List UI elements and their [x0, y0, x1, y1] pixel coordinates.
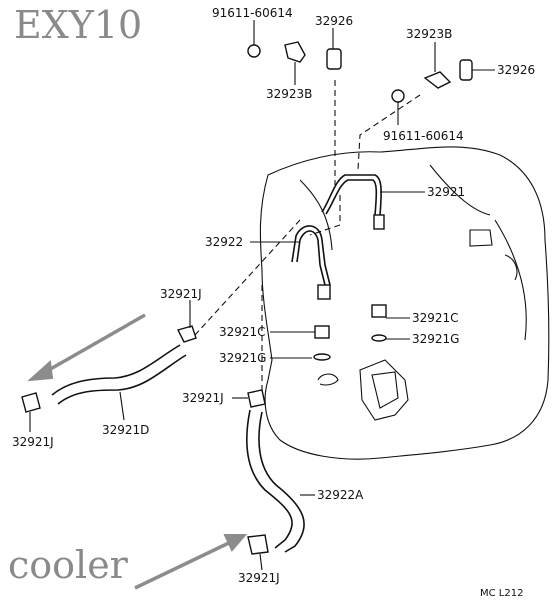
pipe-32921-inner: [325, 179, 378, 216]
arrowhead-icon: [27, 359, 54, 382]
hose-32921D-inner: [57, 354, 187, 405]
bolt-icon: [247, 44, 261, 58]
part-label: 32921: [427, 185, 465, 199]
plug-32921C-left: [314, 325, 330, 339]
part-label: 32921C: [412, 311, 459, 325]
housing-detail-hook: [317, 373, 339, 386]
pipe-32921: [321, 174, 382, 216]
hose-32921D: [51, 344, 181, 396]
plug-32921C-right: [371, 304, 387, 318]
cap-32926-top: [326, 48, 342, 70]
arrowhead-icon: [223, 534, 248, 552]
part-label: 32921J: [238, 571, 280, 585]
leader-dash-4: [309, 195, 341, 236]
model-annotation: EXY10: [14, 3, 142, 47]
housing-flange: [469, 229, 518, 281]
clamp-32921J-upper: [176, 325, 197, 343]
part-label: 91611-60614: [383, 129, 464, 143]
part-label: 32923B: [406, 27, 452, 41]
fitting-32922: [317, 284, 331, 300]
part-label: 32921D: [102, 423, 149, 437]
part-label: 32921J: [160, 287, 202, 301]
part-label: 32926: [315, 14, 353, 28]
part-label: 91611-60614: [212, 6, 293, 20]
fitting-32921: [373, 214, 385, 230]
clamp-32921J-left: [21, 392, 41, 413]
part-label: 32921J: [182, 391, 224, 405]
clamp-32921J-mid: [247, 389, 266, 408]
part-label: 32921G: [412, 332, 459, 346]
cooler-annotation: cooler: [8, 543, 129, 587]
bolt-icon: [391, 89, 405, 103]
arrow-to-left-clamp: [39, 313, 146, 377]
gasket-32921G-right: [371, 334, 387, 342]
hose-32922A-inner: [258, 411, 305, 553]
part-label: 32923B: [266, 87, 312, 101]
part-label: 32926: [497, 63, 535, 77]
diagram-code: MC L212: [480, 588, 523, 599]
transmission-housing: [259, 146, 550, 460]
part-label: 32921G: [219, 351, 266, 365]
hose-32922A: [246, 409, 293, 549]
cap-32926-right: [459, 59, 473, 81]
housing-detail: [359, 359, 409, 421]
clamp-32923B-top: [284, 41, 306, 63]
part-label: 32921J: [12, 435, 54, 449]
arrow-to-cooler-clamp: [134, 538, 236, 590]
pipe-32922: [296, 230, 326, 286]
label-leader: [259, 553, 263, 571]
gasket-32921G-left: [313, 353, 331, 361]
pipe-32922-inner: [291, 225, 331, 286]
leader-dash-3: [194, 219, 301, 336]
label-leader: [119, 391, 125, 421]
clamp-32921J-bottom: [247, 534, 269, 555]
part-label: 32922: [205, 235, 243, 249]
part-label: 32921C: [219, 325, 266, 339]
leader-dash-2: [357, 94, 421, 171]
clamp-32923B-right: [423, 71, 452, 89]
part-label: 32922A: [317, 488, 364, 502]
